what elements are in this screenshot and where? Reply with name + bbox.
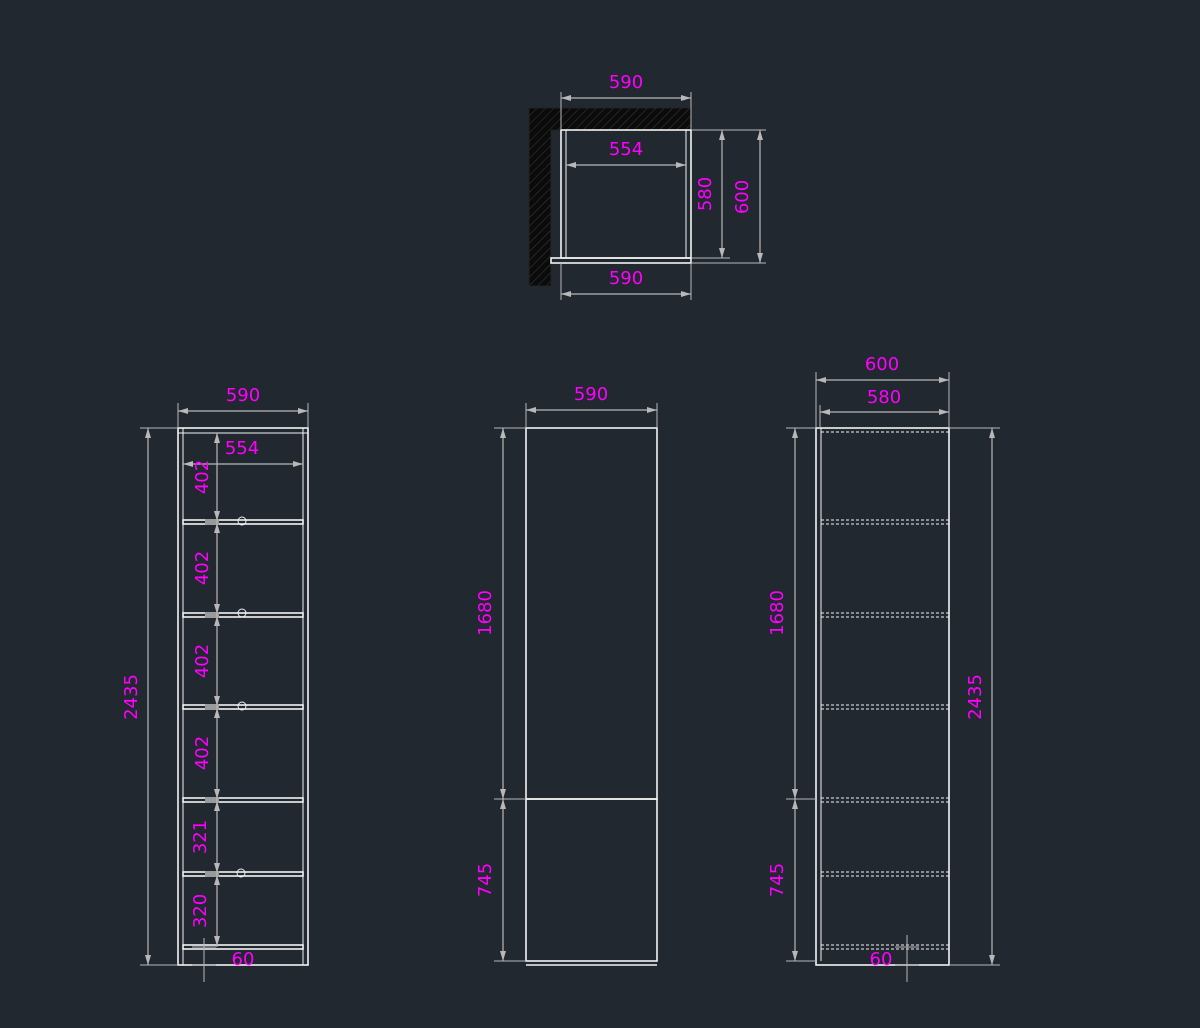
- dim-shelf-spacing-3: 402: [192, 644, 213, 678]
- dim-top-body-depth: 580: [695, 177, 716, 211]
- front-closed-view: 590 1680 745: [475, 384, 658, 966]
- dim-side-body-depth: 580: [867, 387, 901, 408]
- dim-closed-overall-width: 590: [574, 384, 608, 405]
- side-shelf-lines: [821, 431, 949, 950]
- dim-shelf-spacing-5: 321: [190, 820, 211, 854]
- dim-shelf-spacing-6: 320: [190, 894, 211, 928]
- dim-open-overall-width: 590: [226, 385, 260, 406]
- dim-open-inner-width: 554: [225, 438, 259, 459]
- shelf-pin-icons: [205, 516, 247, 878]
- dim-closed-lower-height: 745: [475, 863, 496, 897]
- dim-shelf-spacing-2: 402: [192, 551, 213, 585]
- cabinet-open-outline: [177, 427, 309, 966]
- top-view: 590 554 590 580 600: [528, 72, 766, 300]
- front-open-view: 590 554 2435 402 402 40: [121, 385, 309, 982]
- door-plan: [550, 257, 692, 264]
- dim-side-overall-height: 2435: [965, 674, 986, 720]
- wall-hatch: [528, 107, 693, 287]
- side-view: 600 580 1680 745 2435 60: [767, 354, 1000, 982]
- dim-side-plinth: 60: [870, 949, 893, 970]
- dim-open-plinth: 60: [232, 949, 255, 970]
- dim-top-width-bottom: 590: [609, 268, 643, 289]
- dim-top-width-top: 590: [609, 72, 643, 93]
- dim-top-overall-depth: 600: [732, 180, 753, 214]
- shelf-spacing-arrows: [214, 433, 220, 946]
- side-outline: [815, 427, 950, 966]
- dim-side-lower-height: 745: [767, 863, 788, 897]
- dim-side-overall-depth: 600: [865, 354, 899, 375]
- dim-side-upper-height: 1680: [767, 590, 788, 636]
- dim-closed-upper-height: 1680: [475, 590, 496, 636]
- dim-shelf-spacing-1: 402: [192, 460, 213, 494]
- dim-open-overall-height: 2435: [121, 674, 142, 720]
- upper-door: [525, 427, 658, 800]
- dim-shelf-spacing-4: 402: [192, 736, 213, 770]
- lower-door: [525, 798, 658, 962]
- dim-top-inner-width: 554: [609, 139, 643, 160]
